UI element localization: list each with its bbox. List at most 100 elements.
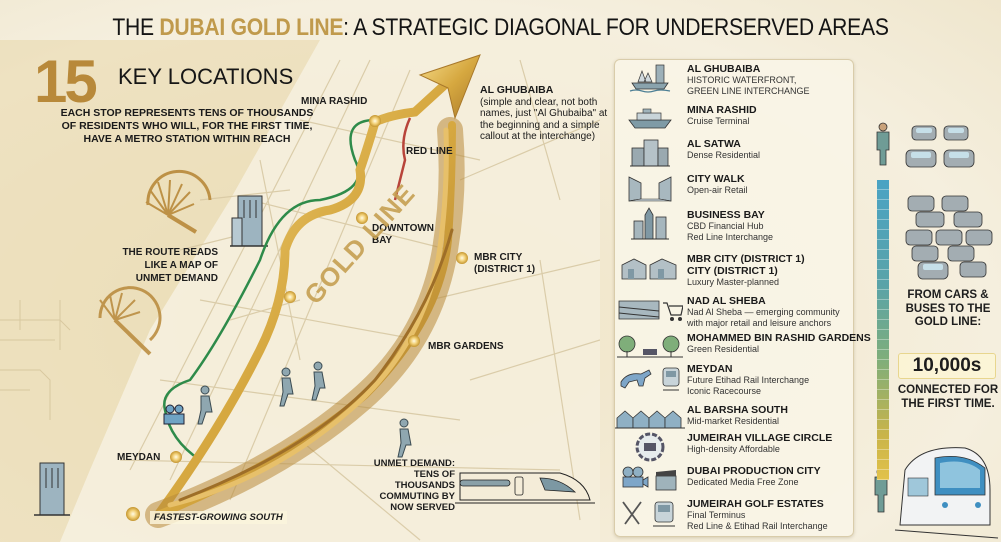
waterfront-icon xyxy=(615,63,685,93)
legend-item-name: AL SATWA xyxy=(687,138,741,150)
route-note: THE ROUTE READS LIKE A MAP OF UNMET DEMA… xyxy=(122,247,218,284)
train-icon xyxy=(455,472,595,504)
title-suffix: : A STRATEGIC DIAGONAL FOR UNDERSERVED A… xyxy=(343,14,889,41)
legend-item-desc: Dense Residential xyxy=(687,150,761,160)
skyscrapers-icon xyxy=(615,207,685,240)
legend-item-desc: Dedicated Media Free Zone xyxy=(687,477,799,487)
land-area xyxy=(60,40,600,542)
legend-item-desc: Red Line Interchange xyxy=(687,231,774,242)
palm-island-icon-2 xyxy=(98,286,162,356)
movie-camera-icon xyxy=(163,404,185,425)
title-highlight: DUBAI GOLD LINE xyxy=(159,14,344,41)
legend-item-desc: High-density Affordable xyxy=(687,444,780,454)
legend-item: MEYDAN Future Etihad Rail Interchange Ic… xyxy=(615,363,855,396)
legend-item-name: BUSINESS BAY xyxy=(687,209,765,221)
legend-item: BUSINESS BAY CBD Financial Hub Red Line … xyxy=(615,207,855,242)
unmet-demand-note: UNMET DEMAND: TENS OF THOUSANDS COMMUTIN… xyxy=(373,458,455,513)
circle-village-icon xyxy=(615,432,685,462)
legend-item-desc: Mid-market Residential xyxy=(687,416,780,426)
green-line xyxy=(163,118,376,462)
legend-item-name: JUMEIRAH GOLF ESTATES xyxy=(687,498,824,510)
legend-item: JUMEIRAH GOLF ESTATES Final Terminus Red… xyxy=(615,498,855,531)
legend-item: MOHAMMED BIN RASHID GARDENS Green Reside… xyxy=(615,332,871,362)
south-label: FASTEST-GROWING SOUTH xyxy=(150,511,287,524)
villas-icon xyxy=(615,253,685,283)
camera-clapper-icon xyxy=(615,465,685,495)
houses-icon xyxy=(615,404,685,434)
legend-item: AL GHUBAIBA HISTORIC WATERFRONT, GREEN L… xyxy=(615,63,855,96)
legend-item-desc: Final Terminus xyxy=(687,510,746,520)
legend-item-desc: Nad Al Sheba — emerging community xyxy=(687,307,840,317)
legend-item-desc: Iconic Racecourse xyxy=(687,385,762,396)
metro-train-icon xyxy=(894,447,999,539)
red-line xyxy=(393,117,412,201)
legend-item-desc: CBD Financial Hub xyxy=(687,221,764,231)
legend-item-name: MEYDAN xyxy=(687,363,733,375)
car-windows xyxy=(911,128,969,270)
legend-item-name: AL GHUBAIBA xyxy=(687,63,761,75)
intro-description: EACH STOP REPRESENTS TENS OF THOUSANDS O… xyxy=(60,107,314,145)
location-count: 15 xyxy=(34,48,98,115)
red-line-label: RED LINE xyxy=(406,146,453,157)
station-label-downtown: DOWNTOWN xyxy=(372,223,435,234)
legend-item: MINA RASHID Cruise Terminal xyxy=(615,104,855,134)
sea-area xyxy=(0,40,320,542)
braided-gold-strand xyxy=(145,117,465,528)
legend-item-desc: with major retail and leisure anchors xyxy=(687,317,832,328)
legend-item-desc: Future Etihad Rail Interchange xyxy=(687,375,810,385)
trees-bench-icon xyxy=(615,332,685,362)
station-label-bay: BAY xyxy=(372,235,393,246)
station-label-mbr-gardens: MBR GARDENS xyxy=(428,341,504,352)
palm-island-icon xyxy=(145,169,212,234)
station-label-mina-rashid: MINA RASHID xyxy=(301,96,368,107)
legend-item-desc: Green Residential xyxy=(687,344,760,354)
legend-item-name: AL BARSHA SOUTH xyxy=(687,404,788,416)
page-title: THE DUBAI GOLD LINE: A STRATEGIC DIAGONA… xyxy=(60,14,941,42)
legend-item: MBR CITY (DISTRICT 1) CITY (DISTRICT 1) … xyxy=(615,253,855,288)
legend-item-name: MOHAMMED BIN RASHID GARDENS xyxy=(687,332,871,344)
station-dots xyxy=(126,115,468,521)
key-locations-heading: KEY LOCATIONS xyxy=(118,64,294,89)
legend-item-name: JUMEIRAH VILLAGE CIRCLE xyxy=(687,432,833,444)
legend-item-desc: Red Line & Etihad Rail Interchange xyxy=(687,520,828,531)
apartment-buildings-icon xyxy=(615,138,685,168)
legend-item-name: NAD AL SHEBA xyxy=(687,295,766,307)
legend-item: AL BARSHA SOUTH Mid-market Residential xyxy=(615,404,855,434)
legend-item-desc: HISTORIC WATERFRONT, xyxy=(687,75,797,85)
station-label-mbr-city: MBR CITY xyxy=(474,252,523,263)
station-label-meydan: MEYDAN xyxy=(117,452,161,463)
legend-item: DUBAI PRODUCTION CITY Dedicated Media Fr… xyxy=(615,465,855,495)
ghubaiba-callout-body: (simple and clear, not both names, just … xyxy=(480,96,608,143)
connected-text: CONNECTED FOR THE FIRST TIME. xyxy=(897,384,999,410)
wind-tower-icon-2 xyxy=(34,462,70,516)
legend-item-desc: Open-air Retail xyxy=(687,185,748,195)
walking-people-icon xyxy=(197,361,412,458)
golf-train-icon xyxy=(615,498,685,528)
legend-item-name: DUBAI PRODUCTION CITY xyxy=(687,465,821,477)
stations-legend-panel: AL GHUBAIBA HISTORIC WATERFRONT, GREEN L… xyxy=(614,59,871,537)
comparison-illustration xyxy=(874,122,999,539)
legend-item: NAD AL SHEBA Nad Al Sheba — emerging com… xyxy=(615,295,855,328)
legend-item-desc: Luxury Master-planned xyxy=(687,277,780,287)
title-prefix: THE xyxy=(112,14,160,41)
transition-gauge xyxy=(877,180,889,480)
ghubaiba-callout-title: AL GHUBAIBA xyxy=(480,84,554,96)
legend-item-name: MINA RASHID xyxy=(687,104,757,116)
wind-tower-icon xyxy=(230,195,268,247)
cruise-ship-icon xyxy=(615,104,685,134)
station-label-mbr-district: (DISTRICT 1) xyxy=(474,264,536,275)
horse-train-icon xyxy=(615,363,685,393)
legend-item: CITY WALK Open-air Retail xyxy=(615,173,855,203)
person-icon xyxy=(876,122,890,166)
legend-item-name: MBR CITY (DISTRICT 1) xyxy=(687,253,805,265)
ghubaiba-callout: AL GHUBAIBA (simple and clear, not both … xyxy=(480,84,610,143)
cars-icon xyxy=(905,125,993,280)
connected-count: 10,000s xyxy=(898,353,996,379)
street-icon xyxy=(615,173,685,203)
legend-item-name-line2: CITY (DISTRICT 1) xyxy=(687,265,778,277)
stadium-cart-icon xyxy=(615,295,685,325)
legend-item-desc: GREEN LINE INTERCHANGE xyxy=(687,85,810,96)
from-cars-text: FROM CARS & BUSES TO THE GOLD LINE: xyxy=(905,289,991,328)
decor-lines xyxy=(0,300,71,420)
route-map xyxy=(0,40,600,542)
